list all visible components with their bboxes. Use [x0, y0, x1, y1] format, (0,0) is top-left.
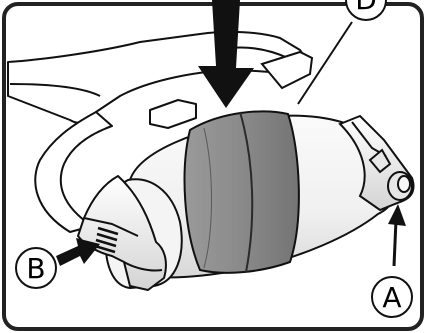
- grey-band: [185, 111, 299, 272]
- arrow-a-icon: [388, 204, 406, 266]
- callout-a: A: [372, 277, 412, 317]
- callout-a-label: A: [382, 281, 401, 314]
- callout-b: B: [16, 248, 56, 288]
- front-housing: [78, 176, 182, 290]
- knob-a: [388, 172, 412, 200]
- callout-d: D: [346, 0, 386, 20]
- callout-b-label: B: [26, 252, 45, 285]
- callout-d-label: D: [355, 0, 377, 16]
